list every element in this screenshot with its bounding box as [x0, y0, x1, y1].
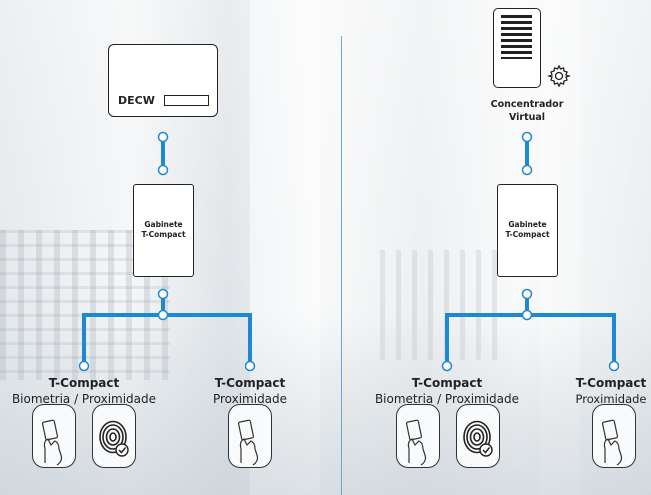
server-tower-icon	[493, 8, 541, 88]
concentrador-label: Concentrador Virtual	[477, 98, 577, 124]
gear-icon	[547, 64, 571, 88]
cabinet-box-right	[497, 184, 558, 277]
cabinet-label-line2: T-Compact	[141, 230, 186, 239]
check-icon	[482, 447, 491, 454]
concentrador-label-line1: Concentrador	[490, 99, 564, 110]
device-title-left-prox: T-Compact	[214, 376, 286, 390]
fingerprint-reader	[92, 404, 136, 468]
cabinet-label-right: Gabinete T-Compact	[497, 220, 558, 240]
cabinet-label-line1: Gabinete	[508, 220, 547, 229]
concentrador-label-line2: Virtual	[508, 112, 546, 123]
fingerprint-reader	[456, 404, 500, 468]
fingerprint-icon	[99, 420, 129, 457]
background-building	[380, 250, 500, 360]
device-subtitle-left-bio: Biometria / Proximidade	[11, 392, 157, 406]
card-reader-icon	[592, 404, 636, 468]
device-subtitle-right-bio: Biometria / Proximidade	[374, 392, 520, 406]
device-title-right-bio: T-Compact	[411, 376, 483, 390]
check-icon	[118, 447, 127, 454]
card-reader-icon	[228, 404, 272, 468]
section-divider	[341, 36, 342, 495]
decw-label: DECW	[118, 94, 155, 107]
card-reader-icon	[32, 404, 76, 468]
device-subtitle-left-prox: Proximidade	[212, 392, 288, 406]
decw-slot	[164, 95, 209, 106]
cabinet-label-line2: T-Compact	[505, 230, 550, 239]
bus-left	[82, 313, 252, 363]
cabinet-label-line1: Gabinete	[144, 220, 183, 229]
device-title-left-bio: T-Compact	[48, 376, 120, 390]
card-reader-icon	[396, 404, 440, 468]
cabinet-box-left	[133, 184, 194, 277]
decw-server-box	[108, 44, 218, 117]
cabinet-label-left: Gabinete T-Compact	[133, 220, 194, 240]
device-title-right-prox: T-Compact	[575, 376, 647, 390]
fingerprint-icon	[463, 420, 493, 457]
device-subtitle-right-prox: Proximidade	[575, 392, 647, 406]
bus-right	[445, 313, 616, 363]
server-vents	[501, 15, 532, 59]
